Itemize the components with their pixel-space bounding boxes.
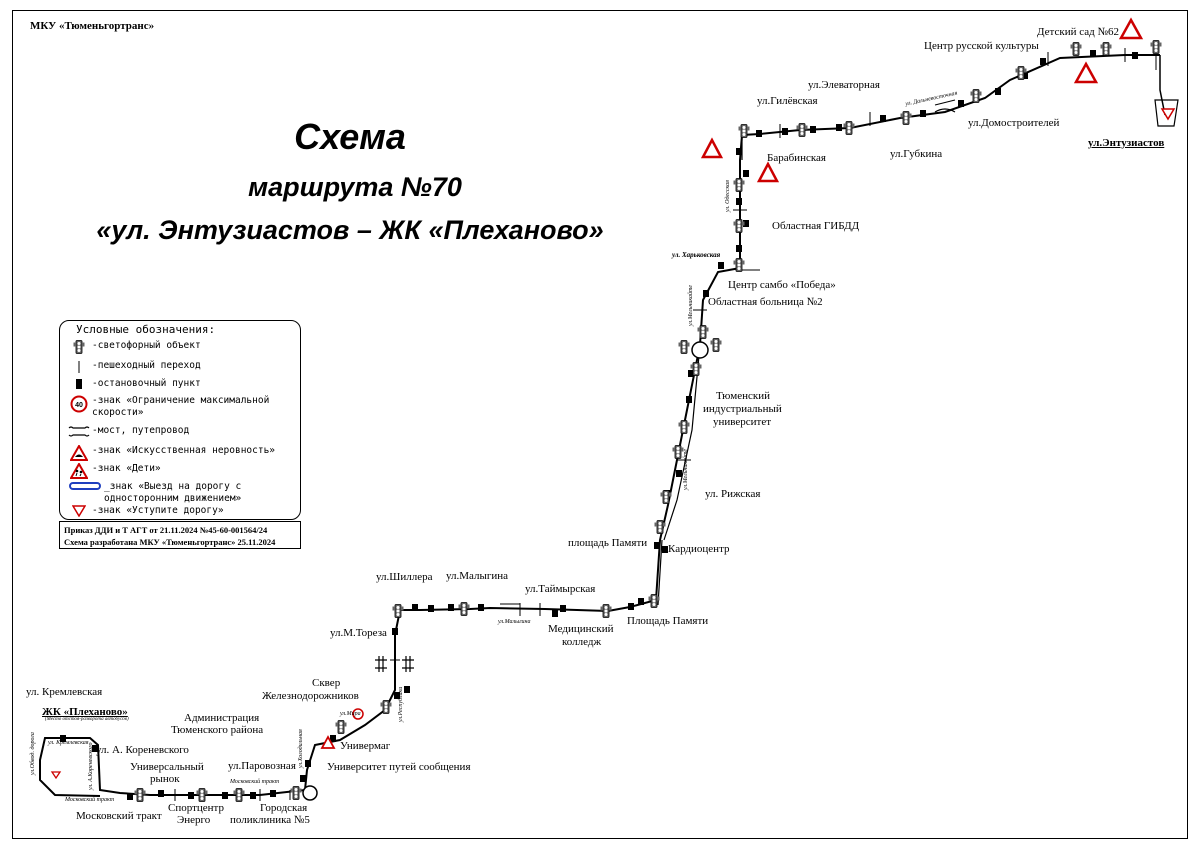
- stop-label-elevatornaya: ул.Элеваторная: [808, 79, 880, 91]
- stop-label-detsad: Детский сад №62: [1037, 26, 1119, 38]
- stop-label-parovoznaya: ул.Паровозная: [228, 760, 296, 772]
- stop-label-upu: Университет путей сообщения: [327, 761, 471, 773]
- children-signs: [320, 17, 1144, 749]
- organization-label: МКУ «Тюменьгортранс»: [30, 20, 155, 32]
- stop-label-plekhanovo: ЖК «Плеханово»: [42, 706, 128, 718]
- street-melnikaite-2: ул.Мельникайте: [683, 448, 689, 490]
- legend-item-children: -знак «Дети»: [68, 463, 161, 479]
- pedestrian-crossing-icon: [78, 361, 80, 373]
- stop-label-tiu-3: университет: [713, 416, 772, 428]
- speed-limit-icon: 40: [70, 395, 88, 413]
- title-line-3: «ул. Энтузиастов – ЖК «Плеханово»: [96, 215, 604, 245]
- plekhanovo-subtitle: (Место отстоя-разворота автобусов): [45, 717, 129, 722]
- stop-label-tiu-1: Тюменский: [716, 390, 770, 402]
- pedestrian-crossings: [174, 48, 1126, 801]
- title-line-2: маршрута №70: [248, 172, 462, 202]
- stop-label-poliklinika-1: Городская: [260, 802, 308, 814]
- street-obvod: ул.Обвод. дорога: [30, 732, 36, 775]
- stop-label-rizhskaya: ул. Рижская: [705, 488, 761, 500]
- stop-label-pamyati-1: площадь Памяти: [568, 537, 648, 549]
- street-odesskaya: ул. Одесская: [725, 180, 731, 212]
- stop-label-rynok-2: рынок: [150, 773, 180, 785]
- speed-limit-signs: [352, 708, 364, 720]
- legend-box: Условные обозначения: -светофорный объек…: [59, 320, 301, 520]
- stop-label-cardio: Кардиоцентр: [668, 543, 730, 555]
- legend-item-one-way-exit: _знак «Выезд на дорогу с односторонним д…: [68, 481, 279, 505]
- street-mira: ул.Мира: [340, 711, 361, 717]
- yield-signs: [50, 108, 1176, 780]
- one-way-exit-sign-icon: [69, 482, 101, 490]
- stop-label-gubkina: ул.Губкина: [890, 148, 943, 160]
- map-frame: [12, 10, 1188, 839]
- stop-label-shillera: ул.Шиллера: [376, 571, 433, 583]
- bridge-symbols: [375, 108, 956, 672]
- order-line-2: Схема разработана МКУ «Тюменьгортранс» 2…: [64, 537, 276, 547]
- street-respubliki: ул.Республики: [398, 686, 404, 722]
- yield-sign-icon: [72, 505, 86, 517]
- speed-limit-value: 40: [75, 402, 83, 409]
- street-moskovsky-2: Московский тракт: [65, 797, 115, 803]
- roundabout-south: [302, 785, 318, 801]
- stop-label-pamyati-2: Площадь Памяти: [627, 615, 709, 627]
- stop-label-center-rus: Центр русской культуры: [924, 40, 1039, 52]
- legend-item-yield: -знак «Уступите дорогу»: [68, 505, 224, 517]
- roundabout-north: [691, 341, 709, 359]
- title-line-1: Схема: [294, 116, 406, 157]
- stop-label-sambo: Центр самбо «Победа»: [728, 279, 836, 291]
- street-kholodilnaya: ул.Холодильная: [298, 729, 304, 768]
- cross-streets: [289, 55, 1157, 800]
- stop-label-kremlevskaya: ул. Кремлевская: [26, 686, 103, 698]
- legend-item-crossing: -пешеходный переход: [68, 360, 201, 374]
- stop-label-poliklinika-2: поликлиника №5: [230, 814, 310, 826]
- legend-title: Условные обозначения:: [76, 323, 216, 336]
- legend-item-speed-limit: 40 -знак «Ограничение максимальной скоро…: [68, 395, 282, 419]
- stop-label-tiu-2: индустриальный: [703, 403, 782, 415]
- stop-label-entuziastov: ул.Энтузиастов: [1088, 137, 1165, 149]
- stop-label-moskovsky: Московский тракт: [76, 810, 162, 822]
- stop-label-sportcenter-1: Спортцентр: [168, 802, 224, 814]
- order-line-1: Приказ ДДИ и Т АГТ от 21.11.2024 №45-60-…: [64, 525, 268, 535]
- stop-label-barabinskaya: Барабинская: [767, 152, 826, 164]
- stop-label-malygina: ул.Малыгина: [446, 570, 509, 582]
- street-korenevskogo: ул. А.Кореневского: [88, 742, 94, 790]
- street-moskovsky-1: Московский тракт: [230, 779, 280, 785]
- stop-label-rynok-1: Универсальный: [130, 761, 204, 773]
- stop-label-domostroiteley: ул.Домостроителей: [968, 117, 1060, 129]
- stop-label-toreza: ул.М.Тореза: [330, 627, 387, 639]
- stop-label-univermag: Универмаг: [340, 740, 391, 752]
- legend-item-bus-stop: -остановочный пункт: [68, 378, 201, 390]
- stop-label-gilevskaya: ул.Гилёвская: [757, 95, 818, 107]
- stop-label-taymyrskaya: ул.Таймырская: [525, 583, 596, 595]
- street-melnikaite-1: ул.Мельникайте: [688, 284, 694, 326]
- stop-label-hospital: Областная больница №2: [708, 296, 823, 308]
- stop-label-sportcenter-2: Энерго: [177, 814, 211, 826]
- stop-label-admin-1: Администрация: [184, 712, 260, 724]
- children-sign-icon: [70, 463, 88, 479]
- stop-label-skver-2: Железнодорожников: [262, 690, 359, 702]
- legend-item-bridge: -мост, путепровод: [68, 425, 189, 437]
- street-kremlevskaya: ул. Кремлевская: [48, 740, 89, 746]
- stop-label-med-1: Медицинский: [548, 623, 614, 635]
- stop-label-skver-1: Сквер: [312, 677, 341, 689]
- stop-label-gibdd: Областная ГИБДД: [772, 220, 860, 232]
- legend-item-speed-bump: -знак «Искусственная неровность»: [68, 445, 275, 461]
- speed-bump-sign-icon: [70, 445, 88, 461]
- terminal-loop-shape: [1154, 99, 1179, 127]
- street-kharkovskaya: ул. Харьковская: [672, 251, 721, 259]
- bus-stop-icon: [76, 379, 82, 389]
- bridge-icon: [68, 426, 90, 437]
- speed-bump-signs: [700, 137, 780, 183]
- stop-label-admin-2: Тюменского района: [171, 724, 264, 736]
- stop-label-korenevskogo: ул. А. Кореневского: [96, 744, 189, 756]
- traffic-light-icon: [73, 340, 85, 354]
- stop-label-med-2: колледж: [562, 636, 602, 648]
- street-malygina: ул.Малыгина: [498, 619, 531, 625]
- order-note: Приказ ДДИ и Т АГТ от 21.11.2024 №45-60-…: [59, 521, 301, 549]
- legend-item-traffic-light: -светофорный объект: [68, 340, 201, 354]
